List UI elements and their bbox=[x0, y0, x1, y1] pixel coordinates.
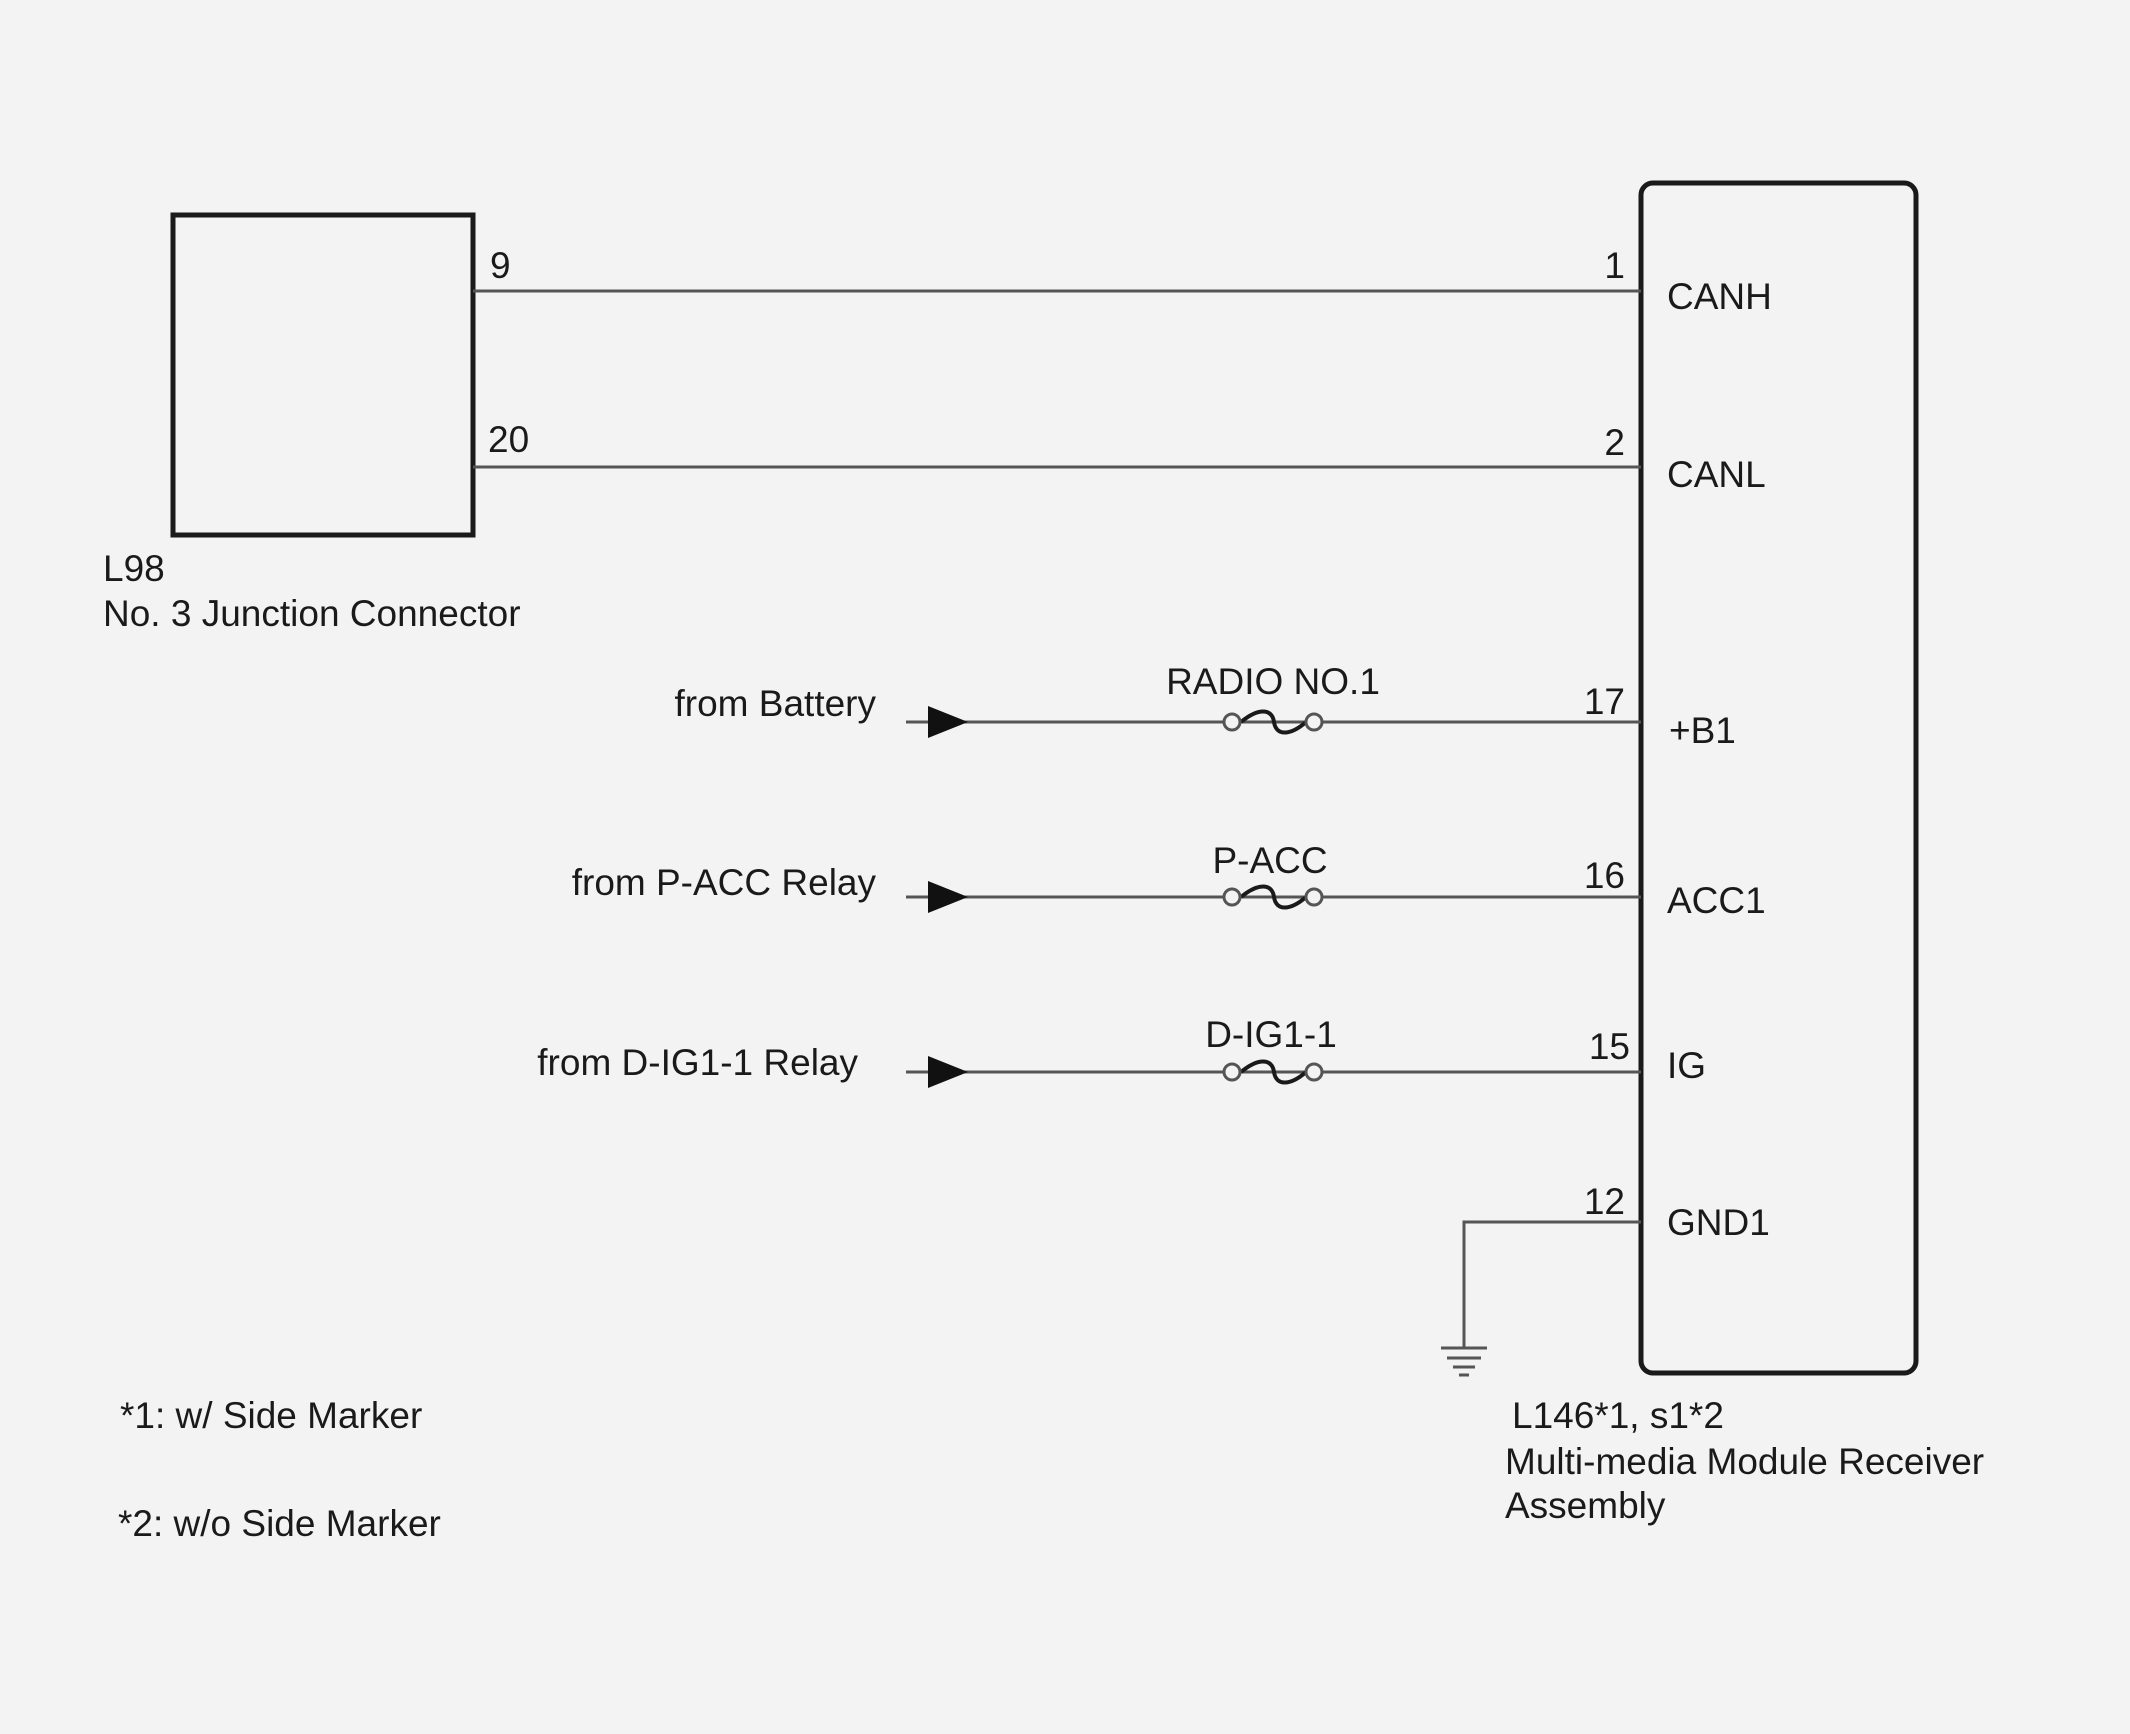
footnote: *1: w/ Side Marker bbox=[120, 1395, 422, 1436]
junction-connector-name: No. 3 Junction Connector bbox=[103, 593, 521, 634]
receiver-pin-number: 2 bbox=[1604, 422, 1625, 463]
fuse-label: D-IG1-1 bbox=[1205, 1014, 1337, 1055]
fuse-terminal bbox=[1222, 887, 1242, 907]
receiver-box bbox=[1638, 180, 1919, 1376]
fuse-icon bbox=[1239, 884, 1308, 910]
junction-pin-canl: 20 bbox=[488, 419, 529, 460]
fuse-terminal bbox=[1304, 887, 1324, 907]
ground-wire bbox=[1462, 1220, 1641, 1348]
fuse-label: RADIO NO.1 bbox=[1166, 661, 1380, 702]
ground-icon bbox=[1441, 1346, 1487, 1377]
receiver-name-line2: Assembly bbox=[1505, 1485, 1666, 1526]
receiver-pin-signal: CANL bbox=[1667, 454, 1766, 495]
feed-source-label: from P-ACC Relay bbox=[572, 862, 877, 903]
footnote: *2: w/o Side Marker bbox=[118, 1503, 441, 1544]
receiver-pin-signal: ACC1 bbox=[1667, 880, 1766, 921]
fuse-terminal bbox=[1222, 1062, 1242, 1082]
receiver-pin-number: 17 bbox=[1584, 681, 1625, 722]
receiver-code: L146*1, s1*2 bbox=[1512, 1395, 1724, 1436]
feed-arrow-icon bbox=[928, 881, 968, 913]
receiver-pin-number: 15 bbox=[1589, 1026, 1630, 1067]
fuse-terminal bbox=[1222, 712, 1242, 732]
fuse-icon bbox=[1239, 709, 1308, 735]
feed-source-label: from Battery bbox=[675, 683, 877, 724]
feed-arrow-icon bbox=[928, 1056, 968, 1088]
fuse-terminal bbox=[1304, 1062, 1324, 1082]
feed-source-label: from D-IG1-1 Relay bbox=[537, 1042, 858, 1083]
receiver-pin-number: 16 bbox=[1584, 855, 1625, 896]
receiver-pin-signal: GND1 bbox=[1667, 1202, 1770, 1243]
fuse-icon bbox=[1239, 1059, 1308, 1085]
receiver-pin-signal: +B1 bbox=[1669, 710, 1736, 751]
receiver-pin-number: 1 bbox=[1604, 245, 1625, 286]
junction-connector-code: L98 bbox=[103, 548, 165, 589]
receiver-pin-signal: IG bbox=[1667, 1045, 1706, 1086]
receiver-pin-signal: CANH bbox=[1667, 276, 1772, 317]
fuse-label: P-ACC bbox=[1212, 840, 1327, 881]
receiver-pin-number: 12 bbox=[1584, 1181, 1625, 1222]
receiver-name-line1: Multi-media Module Receiver bbox=[1505, 1441, 1984, 1482]
junction-connector-box bbox=[170, 212, 476, 538]
junction-pin-canh: 9 bbox=[490, 245, 511, 286]
fuse-terminal bbox=[1304, 712, 1324, 732]
feed-arrow-icon bbox=[928, 706, 968, 738]
